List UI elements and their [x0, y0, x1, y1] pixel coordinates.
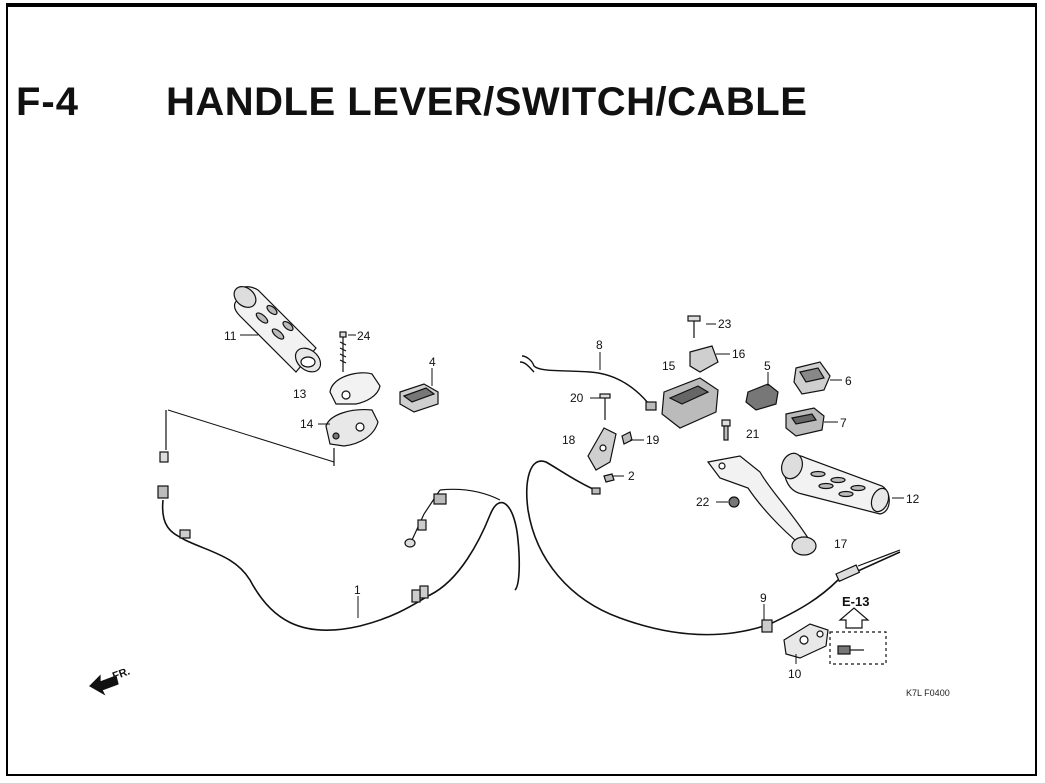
page-frame [6, 3, 1037, 776]
switch-part-7 [785, 407, 825, 437]
bolt-part [599, 393, 611, 420]
left-switch-housing-part [661, 315, 719, 429]
front-direction-arrow [89, 674, 119, 696]
part-label-23: 23 [718, 317, 732, 331]
part-label-11: 11 [224, 329, 237, 343]
part-label-24: 24 [357, 329, 371, 343]
part-label-9: 9 [760, 591, 767, 605]
brake-lever-part [706, 455, 817, 556]
throttle-cable-part [157, 409, 521, 631]
lever-holder-part [587, 427, 633, 483]
part-label-14: 14 [300, 417, 314, 431]
section-code: F-4 [16, 80, 79, 124]
part-label-5: 5 [764, 359, 771, 373]
part-label-7: 7 [840, 416, 847, 430]
part-label-17: 17 [834, 537, 848, 551]
reference-label: E-13 [842, 594, 869, 609]
switch-part-5 [745, 383, 779, 411]
part-label-15: 15 [662, 359, 676, 373]
part-label-1: 1 [354, 583, 361, 597]
part-label-18: 18 [562, 433, 576, 447]
part-label-12: 12 [906, 492, 920, 506]
part-label-21: 21 [746, 427, 760, 441]
part-label-10: 10 [788, 667, 802, 681]
part-labels: 11 24 4 13 14 8 23 16 15 5 6 20 7 21 18 … [111, 317, 950, 698]
switch-part-6 [793, 361, 831, 395]
switch-part-4 [399, 383, 439, 413]
part-label-22: 22 [696, 495, 710, 509]
left-grip-part [781, 452, 890, 515]
part-label-4: 4 [429, 355, 436, 369]
part-label-6: 6 [845, 374, 852, 388]
part-label-2: 2 [628, 469, 635, 483]
screw-part [339, 331, 347, 372]
pivot-bolt-part [721, 419, 731, 441]
throttle-grip-part [233, 286, 322, 373]
part-label-16: 16 [732, 347, 746, 361]
reference-box [829, 607, 887, 665]
bracket-part [783, 623, 829, 659]
drawing-code: K7L F0400 [906, 688, 950, 698]
part-label-8: 8 [596, 338, 603, 352]
part-label-19: 19 [646, 433, 660, 447]
leader-lines [240, 323, 904, 664]
switch-housing-upper-part [329, 372, 381, 405]
nut-part [728, 496, 740, 508]
switch-housing-lower-part [325, 409, 379, 447]
brake-cable-part [526, 460, 901, 636]
front-direction-label: FR. [111, 665, 132, 682]
part-label-20: 20 [570, 391, 584, 405]
page-title: HANDLE LEVER/SWITCH/CABLE [166, 80, 808, 124]
switch-harness-part [519, 355, 657, 411]
part-label-13: 13 [293, 387, 307, 401]
